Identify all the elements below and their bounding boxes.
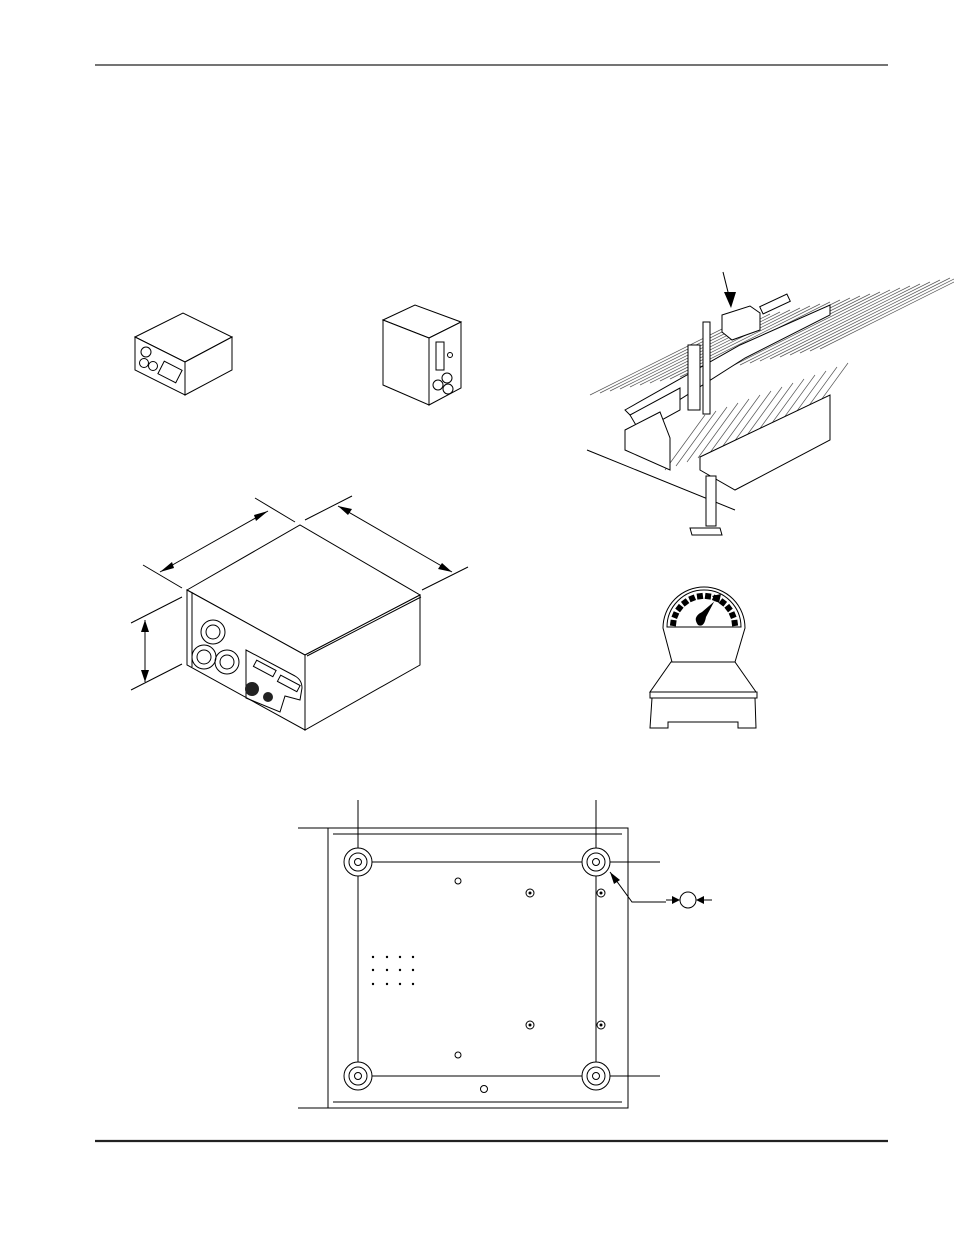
small-box-horizontal-figure	[133, 312, 234, 396]
foot-inner	[348, 1066, 368, 1086]
screw-center	[528, 891, 532, 895]
table-slat	[739, 289, 891, 366]
table-slat	[686, 406, 728, 463]
table-slat	[649, 307, 801, 384]
dial-tick	[718, 598, 728, 607]
screw-center	[599, 891, 603, 895]
small-box-vertical-figure	[381, 304, 463, 406]
dial-tick	[671, 611, 680, 620]
foot-inner	[586, 852, 606, 872]
screw-icon	[596, 888, 606, 898]
table-slat	[659, 305, 811, 382]
foot-icon	[581, 1061, 611, 1091]
table-slat	[589, 319, 741, 396]
screw-icon	[525, 1020, 535, 1030]
vent-hole	[385, 955, 389, 959]
mounting-hole	[592, 858, 600, 866]
dimensioned-box-figure	[130, 495, 469, 731]
screw-icon	[525, 888, 535, 898]
vent-hole	[411, 955, 415, 959]
hole	[454, 877, 462, 885]
table-slat	[749, 287, 901, 364]
vent-hole	[385, 968, 389, 972]
table-slat	[741, 386, 783, 443]
hole	[480, 1085, 488, 1093]
screw-center	[599, 1023, 603, 1027]
table-slat	[730, 390, 772, 447]
foot-icon	[343, 847, 373, 877]
dial-tick	[724, 603, 733, 613]
table-slat	[675, 410, 717, 467]
cutting-table-figure	[586, 271, 954, 536]
table-slat	[719, 394, 761, 451]
screw-icon	[596, 1020, 606, 1030]
vent-hole	[385, 982, 389, 986]
foot-icon	[343, 1061, 373, 1091]
needle-icon	[695, 594, 721, 626]
mounting-hole	[354, 1072, 362, 1080]
mounting-hole	[592, 1072, 600, 1080]
scale-figure	[649, 586, 758, 729]
vent-hole	[371, 968, 375, 972]
dial-tick	[669, 619, 677, 627]
table-slat	[799, 277, 951, 354]
table-slat	[759, 285, 911, 362]
dial-tick	[731, 619, 739, 627]
vent-hole	[371, 955, 375, 959]
vent-hole	[398, 955, 402, 959]
dial-tick	[696, 592, 704, 600]
table-slat	[639, 309, 791, 386]
dial-tick	[688, 594, 697, 603]
foot-inner	[348, 852, 368, 872]
connector-icon	[191, 619, 240, 675]
table-slat	[789, 279, 941, 356]
foot-icon	[581, 847, 611, 877]
dial-tick	[675, 603, 684, 613]
hole	[454, 1051, 462, 1059]
vent-hole	[411, 968, 415, 972]
table-slat	[819, 281, 954, 350]
table-slat	[664, 414, 706, 471]
table-slat	[708, 398, 750, 455]
dial-tick	[704, 592, 712, 600]
table-slat	[779, 281, 931, 358]
table-slat	[697, 402, 739, 459]
vent-hole	[411, 982, 415, 986]
table-slat	[729, 291, 881, 368]
dial-tick	[728, 611, 737, 620]
dial-tick	[680, 598, 690, 607]
vent-hole	[398, 982, 402, 986]
mounting-hole	[354, 858, 362, 866]
bottom-view-figure	[298, 800, 712, 1109]
table-slat	[809, 278, 954, 352]
table-slat	[769, 283, 921, 360]
vent-hole	[371, 982, 375, 986]
hole-diameter-icon	[679, 891, 697, 909]
vent-hole	[398, 968, 402, 972]
foot-inner	[586, 1066, 606, 1086]
screw-center	[528, 1023, 532, 1027]
